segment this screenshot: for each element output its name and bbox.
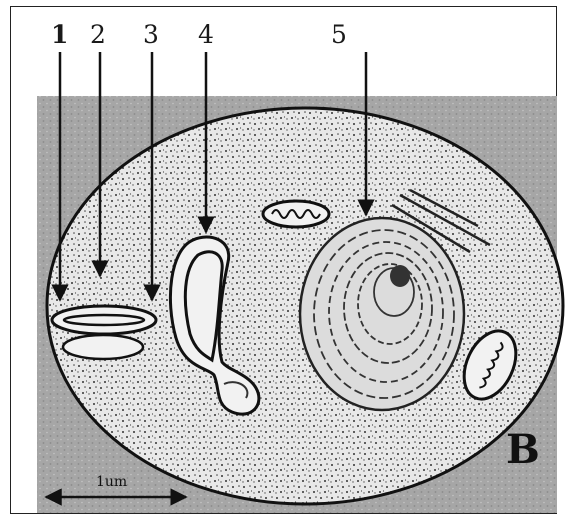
label-5: 5 <box>331 20 347 49</box>
label-4: 4 <box>198 20 214 49</box>
organelle-5 <box>300 218 464 410</box>
label-1: 1 <box>51 20 68 49</box>
organelle-2 <box>63 335 143 359</box>
panel-letter: B <box>506 426 540 473</box>
scale-bar-label: 1um <box>96 474 127 490</box>
label-3: 3 <box>143 20 159 49</box>
mitochondrion-top <box>263 201 329 227</box>
nucleolus <box>390 265 410 287</box>
label-2: 2 <box>90 20 106 49</box>
organelle-1 <box>52 306 156 334</box>
